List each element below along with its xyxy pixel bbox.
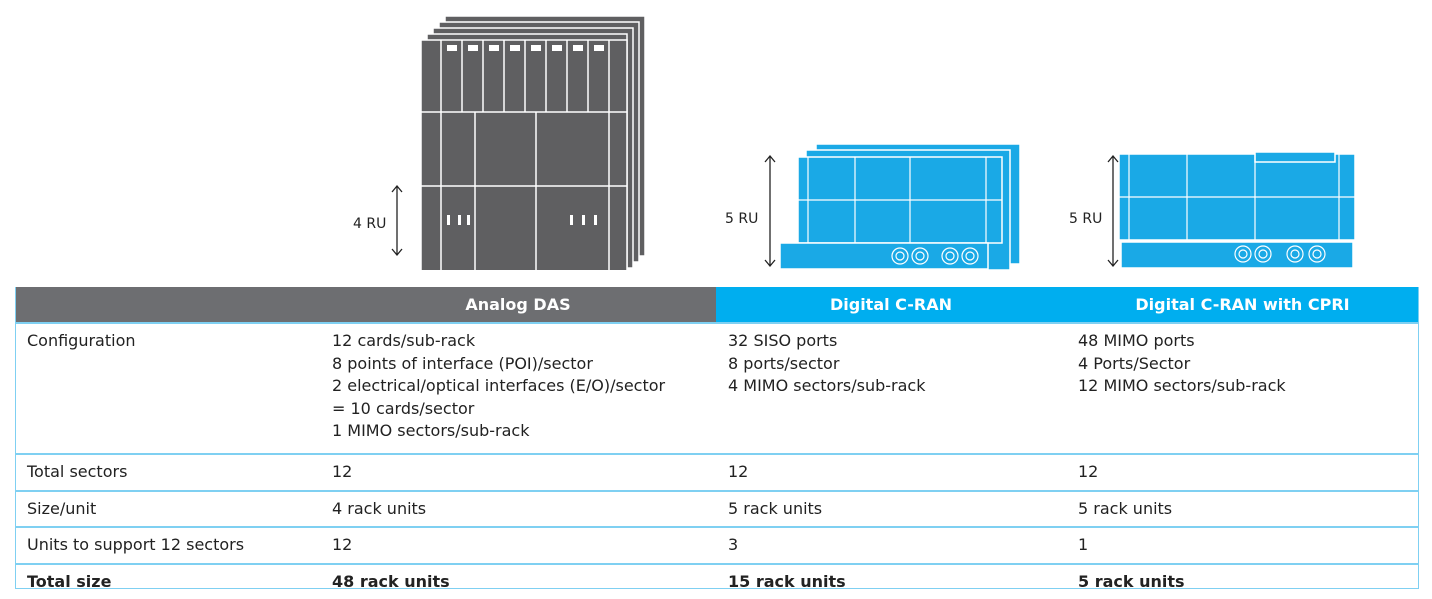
cell-cpri: 12	[1066, 454, 1419, 491]
cell-line: 1 MIMO sectors/sub-rack	[332, 420, 704, 443]
digital-cran-rack-illustration	[760, 138, 1030, 273]
analog-das-rack-illustration	[350, 10, 660, 270]
header-empty	[15, 287, 320, 323]
header-analog-das: Analog DAS	[320, 287, 716, 323]
cell-cran: 5 rack units	[716, 491, 1066, 528]
row-label: Total size	[15, 564, 320, 599]
digital-cran-cpri-height-label: 5 RU	[1069, 211, 1102, 227]
cell-cpri: 1	[1066, 527, 1419, 564]
cell-line: 48 MIMO ports	[1078, 330, 1407, 353]
cell-line: 12 MIMO sectors/sub-rack	[1078, 375, 1407, 398]
cell-line: 4 Ports/Sector	[1078, 353, 1407, 376]
cell-line: = 10 cards/sector	[332, 398, 704, 421]
table-row: Total sectors 12 12 12	[15, 454, 1419, 491]
cell-cran: 32 SISO ports 8 ports/sector 4 MIMO sect…	[716, 323, 1066, 454]
cell-cran: 3	[716, 527, 1066, 564]
cell-line: 4 MIMO sectors/sub-rack	[728, 375, 1054, 398]
cell-line: 2 electrical/optical interfaces (E/O)/se…	[332, 375, 704, 398]
cell-analog: 12	[320, 454, 716, 491]
cell-cran: 15 rack units	[716, 564, 1066, 599]
comparison-table: Analog DAS Digital C-RAN Digital C-RAN w…	[15, 287, 1419, 599]
table-row: Size/unit 4 rack units 5 rack units 5 ra…	[15, 491, 1419, 528]
cell-line: 8 points of interface (POI)/sector	[332, 353, 704, 376]
table-row-total: Total size 48 rack units 15 rack units 5…	[15, 564, 1419, 599]
cell-analog: 12 cards/sub-rack 8 points of interface …	[320, 323, 716, 454]
row-label: Size/unit	[15, 491, 320, 528]
cell-analog: 12	[320, 527, 716, 564]
table-row: Units to support 12 sectors 12 3 1	[15, 527, 1419, 564]
cell-cpri: 5 rack units	[1066, 491, 1419, 528]
cell-cpri: 48 MIMO ports 4 Ports/Sector 12 MIMO sec…	[1066, 323, 1419, 454]
cell-line: 12 cards/sub-rack	[332, 330, 704, 353]
cell-cpri: 5 rack units	[1066, 564, 1419, 599]
cell-analog: 4 rack units	[320, 491, 716, 528]
row-label: Total sectors	[15, 454, 320, 491]
row-label: Units to support 12 sectors	[15, 527, 320, 564]
cell-analog: 48 rack units	[320, 564, 716, 599]
table-header-row: Analog DAS Digital C-RAN Digital C-RAN w…	[15, 287, 1419, 323]
table-row: Configuration 12 cards/sub-rack 8 points…	[15, 323, 1419, 454]
cell-cran: 12	[716, 454, 1066, 491]
cell-line: 8 ports/sector	[728, 353, 1054, 376]
analog-das-height-label: 4 RU	[353, 216, 386, 232]
digital-cran-cpri-rack-illustration	[1105, 150, 1365, 270]
header-digital-cran-cpri: Digital C-RAN with CPRI	[1066, 287, 1419, 323]
row-label: Configuration	[15, 323, 320, 454]
header-digital-cran: Digital C-RAN	[716, 287, 1066, 323]
digital-cran-height-label: 5 RU	[725, 211, 758, 227]
cell-line: 32 SISO ports	[728, 330, 1054, 353]
